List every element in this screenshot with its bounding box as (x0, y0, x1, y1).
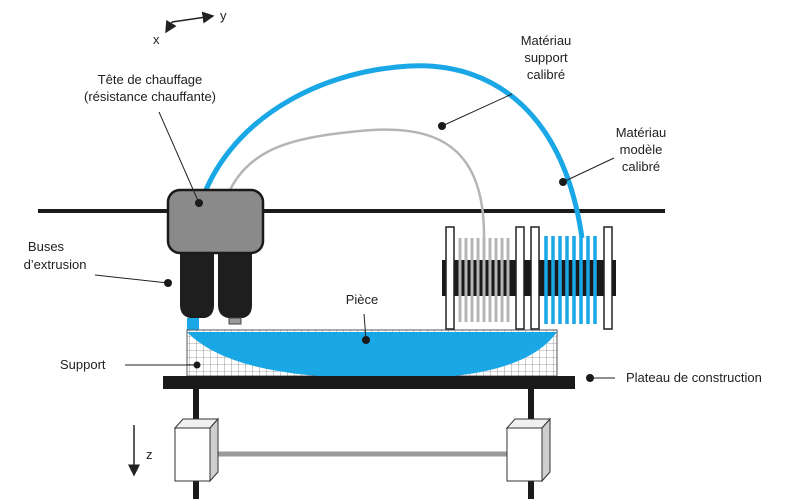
xy-axes-indicator: y x (153, 8, 227, 47)
svg-text:Matériau: Matériau (521, 33, 572, 48)
svg-text:Buses: Buses (28, 239, 65, 254)
svg-text:(résistance chauffante): (résistance chauffante) (84, 89, 216, 104)
z-axis-mechanism (173, 389, 552, 499)
extrusion-nozzles (180, 250, 252, 330)
left-z-carriage (173, 417, 220, 483)
z-axis-indicator: z (128, 425, 153, 477)
label-support-material: Matériau support calibré (521, 33, 572, 82)
svg-text:calibré: calibré (527, 67, 565, 82)
svg-text:Tête de chauffage: Tête de chauffage (98, 72, 203, 87)
right-z-carriage (505, 417, 552, 483)
axis-x-label: x (153, 32, 160, 47)
label-heating-head: Tête de chauffage (résistance chauffante… (84, 72, 216, 104)
printed-part (187, 332, 557, 379)
build-plate (163, 376, 575, 389)
svg-text:support: support (524, 50, 568, 65)
svg-text:modèle: modèle (620, 142, 663, 157)
model-material-spool (528, 226, 616, 330)
label-model-material: Matériau modèle calibré (616, 125, 667, 174)
callout-leaders (94, 93, 615, 379)
label-support: Support (60, 357, 106, 372)
axis-y-label: y (220, 8, 227, 23)
label-extrusion-nozzles: Buses d’extrusion (24, 239, 87, 272)
model-filament-line (202, 63, 585, 239)
heating-head (166, 188, 265, 255)
label-part: Pièce (346, 292, 379, 307)
callout-dots (164, 122, 594, 382)
svg-text:d’extrusion: d’extrusion (24, 257, 87, 272)
label-build-plate: Plateau de construction (626, 370, 762, 385)
support-filament-line (228, 128, 486, 239)
support-material-spool (442, 226, 528, 330)
axis-z-label: z (146, 447, 153, 462)
svg-text:Matériau: Matériau (616, 125, 667, 140)
svg-text:calibré: calibré (622, 159, 660, 174)
